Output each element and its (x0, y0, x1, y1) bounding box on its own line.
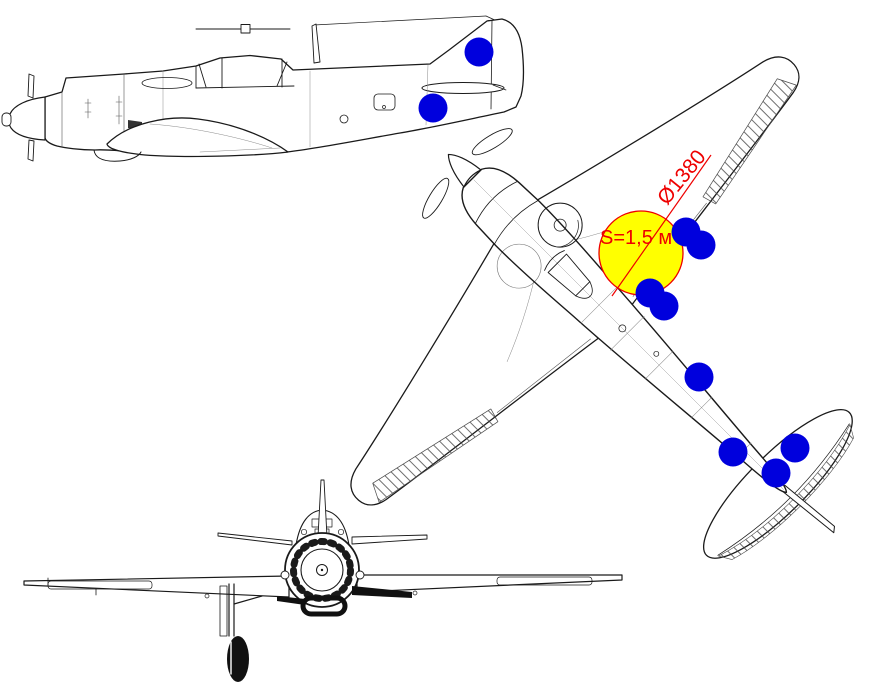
propeller-blade-lower (27, 139, 35, 162)
elevator-hatching (718, 424, 854, 560)
wing-light (412, 590, 418, 596)
wheel-arc (557, 219, 579, 248)
tailplane-tip-right (351, 534, 428, 545)
spinner-plan (447, 153, 482, 188)
wheel-hub-plan (553, 218, 567, 232)
wing-panel-line (149, 123, 273, 149)
gun-port-left (300, 528, 308, 536)
fuselage-porthole (339, 114, 349, 124)
root-fairing-left (506, 277, 535, 362)
damage-marker (418, 93, 448, 123)
damage-marker (684, 362, 714, 392)
flap-line (199, 147, 281, 153)
side-view (1, 15, 525, 162)
aileron-hatching-left (372, 408, 499, 503)
panel-fastener (382, 105, 386, 109)
dimension-line (611, 154, 712, 297)
propeller-blade-plan (422, 177, 450, 219)
gun-port-right (337, 528, 345, 536)
wing-front-left (23, 575, 290, 598)
frame-lines (580, 286, 752, 458)
spinner-side (8, 96, 46, 141)
gear-brace (233, 595, 263, 605)
spinner-front (316, 564, 328, 576)
front-view (23, 479, 623, 682)
windscreen-plan (544, 250, 565, 271)
cowl-latch (84, 98, 92, 119)
damage-marker (761, 458, 791, 488)
datum-symbol (240, 24, 251, 34)
root-shadow-right (352, 586, 412, 598)
aileron-hatching-right (702, 78, 797, 205)
damage-marker (718, 437, 748, 467)
wing-root-side (106, 117, 289, 158)
propeller-blade-upper (27, 73, 35, 99)
antenna-wire (313, 15, 487, 26)
rudder-hinge-line (490, 19, 493, 110)
damage-markers (418, 37, 810, 488)
cowl-bump-right (355, 570, 365, 580)
damage-marker (780, 433, 810, 463)
canopy-aft-fairing (575, 281, 593, 299)
flap-line-left (496, 338, 591, 413)
oil-cooler-intake (300, 595, 348, 617)
propeller-blade-vertical (317, 479, 328, 538)
damage-marker (464, 37, 494, 67)
propeller-blade-plan (471, 128, 513, 156)
gear-fairing-bulge (93, 149, 142, 162)
damage-marker (686, 230, 716, 260)
wing-front-right (356, 574, 623, 593)
elevator-line (492, 84, 507, 91)
wing-light (204, 593, 210, 599)
fuselage-hatch (618, 324, 627, 333)
wheel-well-port (496, 243, 542, 289)
wing-plan-left (350, 238, 599, 506)
tailplane-tip-left (217, 532, 293, 546)
area-label: S=1,5 м (600, 227, 672, 249)
damage-marker (649, 291, 679, 321)
propeller-hub (1, 112, 12, 127)
wheel (227, 636, 249, 682)
root-shadow-left (277, 596, 305, 605)
antenna-mast (311, 23, 321, 64)
canopy-side (195, 57, 295, 89)
cowl-latch (115, 95, 123, 125)
aileron-front-right (496, 576, 593, 586)
spinner-tip-dot (320, 568, 324, 572)
access-panel (373, 93, 396, 111)
fuselage-hatch (653, 350, 660, 357)
gear-door (219, 585, 228, 637)
gun-trough-oval (141, 77, 193, 89)
landing-gear (219, 583, 263, 682)
cowl-bump-left (280, 570, 290, 580)
wheel-well-starboard (537, 202, 583, 248)
tailplane-side (421, 81, 505, 95)
